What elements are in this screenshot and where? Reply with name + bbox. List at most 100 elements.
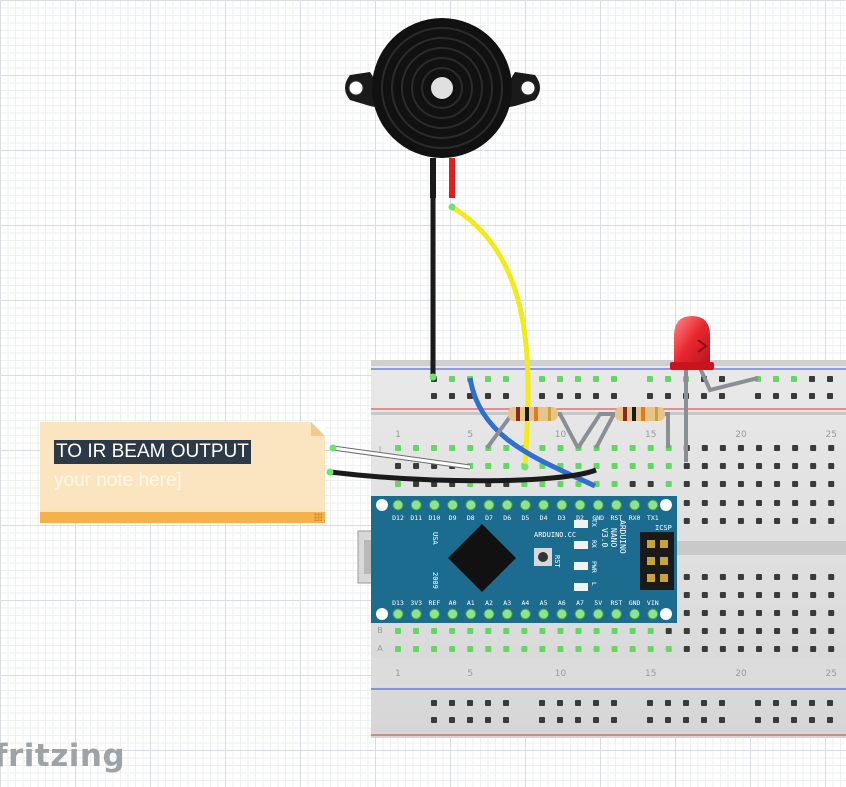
breadboard-hole	[557, 646, 564, 652]
breadboard-hole	[431, 628, 438, 634]
status-led-label: TX	[590, 519, 598, 527]
rail-hole	[827, 717, 833, 723]
pin-label: VIN	[647, 599, 659, 607]
arduino-pin	[392, 608, 404, 620]
rail-hole	[575, 376, 581, 382]
pin-label: A5	[540, 599, 548, 607]
arduino-pin	[647, 499, 659, 511]
breadboard-hole	[683, 481, 690, 487]
pin-label: D7	[485, 514, 493, 522]
breadboard-hole	[719, 445, 726, 451]
pin-label: A4	[521, 599, 529, 607]
pin-label: D5	[521, 514, 529, 522]
rail-hole	[791, 717, 797, 723]
rail-hole	[647, 376, 653, 382]
breadboard-hole	[828, 445, 835, 451]
breadboard-hole	[503, 628, 510, 634]
breadboard-hole	[810, 610, 817, 616]
rail-hole	[467, 700, 473, 706]
breadboard-hole	[756, 500, 762, 506]
breadboard-hole	[575, 481, 582, 487]
breadboard-hole	[828, 481, 835, 487]
note[interactable]: TO IR BEAM OUTPUT your note here]	[40, 422, 325, 523]
black-wire-note	[329, 467, 597, 484]
resistors	[485, 407, 670, 450]
column-number: 15	[645, 669, 656, 679]
rail-hole	[557, 717, 563, 723]
rail-hole	[701, 393, 707, 399]
breadboard-labels: 15101520251510152025JCBA	[377, 430, 837, 679]
rail-hole	[665, 717, 671, 723]
rail-hole	[485, 717, 491, 723]
arduino-pin	[483, 608, 495, 620]
rail-hole	[755, 717, 761, 723]
rail-hole	[647, 717, 653, 723]
status-led-label: L	[590, 582, 598, 586]
breadboard-hole	[792, 481, 799, 487]
breadboard-hole	[737, 628, 744, 634]
arduino-pin	[501, 499, 513, 511]
arduino-pin	[629, 608, 641, 620]
arduino-pin	[428, 608, 440, 620]
rail-hole	[611, 717, 617, 723]
breadboard-hole	[756, 646, 762, 652]
note-fold	[311, 422, 325, 436]
rail-hole	[719, 700, 725, 706]
status-led	[574, 583, 588, 591]
breadboard-hole	[665, 628, 672, 634]
pin-label: D2	[576, 514, 584, 522]
arduino-pin	[574, 608, 586, 620]
breadboard-hole	[756, 463, 762, 469]
breadboard-hole	[647, 481, 654, 487]
breadboard-hole	[737, 610, 744, 616]
rail-hole	[647, 393, 653, 399]
breadboard-hole	[719, 628, 726, 634]
rail-hole	[611, 376, 617, 382]
pin-label: GND	[592, 514, 604, 522]
breadboard-hole	[575, 628, 582, 634]
rail-hole	[611, 393, 617, 399]
note-title[interactable]: TO IR BEAM OUTPUT	[54, 440, 251, 464]
breadboard-hole	[395, 445, 401, 451]
breadboard-hole	[774, 592, 781, 598]
breadboard-hole	[413, 463, 420, 469]
rail-hole	[467, 393, 473, 399]
arduino-pin	[392, 499, 404, 511]
breadboard-hole	[629, 628, 636, 634]
breadboard-hole	[810, 500, 817, 506]
arduino-pin	[465, 499, 477, 511]
arduino-pin	[447, 608, 459, 620]
column-number: 15	[645, 430, 656, 440]
breadboard-hole	[792, 574, 799, 580]
rail-hole	[593, 700, 599, 706]
rail-hole	[539, 376, 545, 382]
arduino-pin	[483, 499, 495, 511]
rail-hole	[449, 376, 455, 382]
breadboard-hole	[756, 574, 762, 580]
pin-label: A7	[576, 599, 584, 607]
rail-hole	[827, 700, 833, 706]
pin-label: RST	[611, 599, 623, 607]
pin-label: D6	[503, 514, 511, 522]
row-letter: J	[378, 445, 381, 454]
breadboard-hole	[792, 592, 799, 598]
column-number: 20	[735, 430, 747, 440]
rail-hole	[431, 700, 437, 706]
breadboard-hole	[810, 481, 817, 487]
column-number: 20	[735, 669, 747, 679]
breadboard-hole	[828, 628, 835, 634]
arduino-pin	[610, 608, 622, 620]
note-resize-handle[interactable]	[314, 513, 322, 521]
breadboard-hole	[701, 500, 708, 506]
breadboard-hole	[828, 518, 835, 524]
rail-hole	[665, 700, 671, 706]
breadboard-hole	[647, 445, 654, 451]
buzzer-yellow-wire	[450, 204, 531, 468]
breadboard-hole	[683, 518, 690, 524]
arduino-usa: USA	[431, 532, 439, 545]
note-text[interactable]: your note here]	[54, 470, 182, 491]
arduino-pin	[538, 499, 550, 511]
status-led-label: RX	[590, 540, 598, 548]
